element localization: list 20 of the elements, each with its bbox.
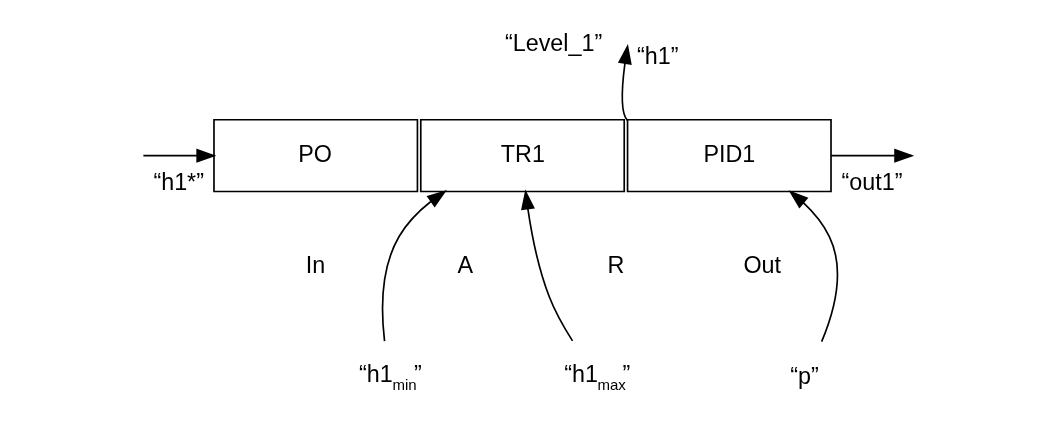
arrow [617,44,632,122]
arrow [521,189,574,342]
arrow [830,148,915,163]
arrow [788,190,839,343]
label: “Level_1” [504,29,603,56]
arrow [381,190,447,343]
edge-label: “h1*” [153,169,204,196]
edge-label: “out1” [841,169,903,196]
node-box: PO [213,118,419,193]
label: Out [743,251,782,278]
edge-label: “h1” [637,43,679,70]
node-box: TR1 [419,118,626,193]
label: In [305,251,326,278]
node-text: “h1$_{max}$” [564,360,631,394]
label: R [607,251,625,278]
label: A [457,251,474,278]
arrow [142,148,217,163]
node-text: “p” [790,362,819,389]
node-box: PID1 [626,118,832,193]
node-text: “h1$_{min}$” [359,360,422,394]
